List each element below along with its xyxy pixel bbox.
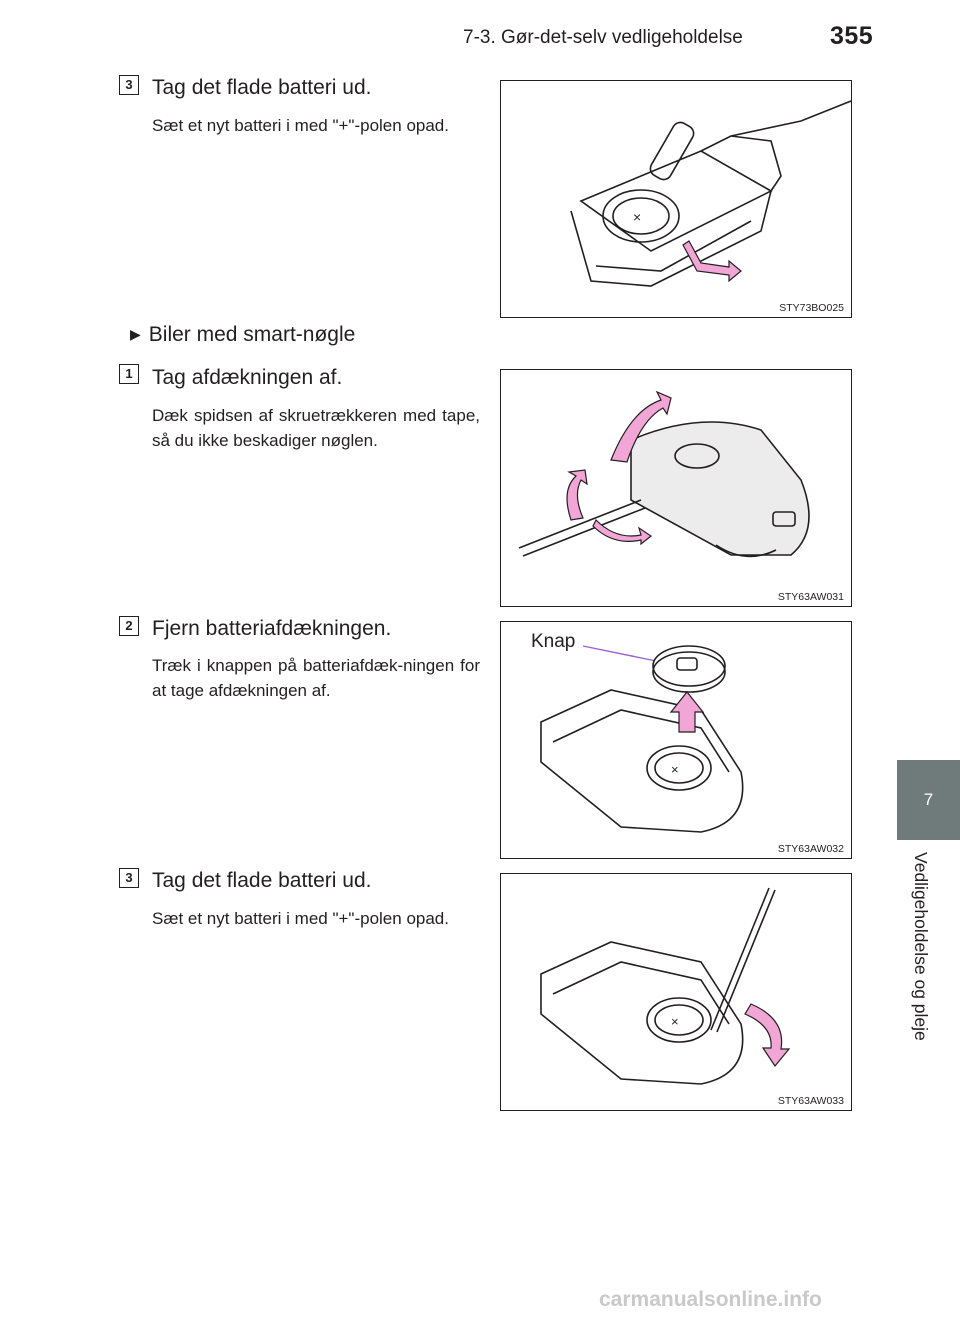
key-illustration: × (570, 100, 851, 287)
page-number: 355 (830, 22, 874, 50)
lift-arrow (610, 390, 672, 463)
figure-code: STY63AW032 (777, 843, 844, 855)
figure-remove-cover: STY63AW031 (500, 369, 852, 607)
lift-arrow (669, 691, 705, 733)
figure-code: STY63AW033 (777, 1095, 844, 1107)
figure-remove-battery-cover: Knap × STY63AW032 (500, 621, 852, 859)
step-number-box: 3 (119, 75, 139, 95)
chapter-tab: 7 (897, 760, 960, 840)
step-body: Sæt et nyt batteri i med "+"-polen opad. (152, 909, 449, 928)
figure-code: STY73BO025 (779, 302, 844, 314)
step-title: Tag det flade batteri ud. (152, 76, 372, 99)
figure-code: STY63AW031 (777, 591, 844, 603)
bullet-triangle-icon: ▶ (130, 326, 141, 342)
step-number-box: 2 (119, 616, 139, 636)
chapter-number: 7 (923, 790, 934, 809)
twist-arrow (592, 518, 653, 546)
step-body: Sæt et nyt batteri i med "+"-polen opad. (152, 116, 449, 135)
key-illustration: × (540, 887, 791, 1085)
step-title: Tag afdækningen af. (152, 366, 343, 389)
bullet-heading: ▶ Biler med smart-nøgle (130, 323, 355, 347)
chapter-label: Vedligeholdelse og pleje (911, 852, 931, 1041)
rotate-arrow (744, 1003, 791, 1068)
step-body: Træk i knappen på batteriafdæk-ningen fo… (152, 656, 480, 700)
svg-text:×: × (671, 1014, 679, 1029)
step-number-box: 1 (119, 364, 139, 384)
step-body: Dæk spidsen af skruetrækkeren med tape, … (152, 406, 480, 450)
key-illustration (518, 390, 810, 558)
step-title: Fjern batteriafdækningen. (152, 617, 392, 640)
twist-arrow (566, 469, 588, 521)
watermark: carmanualsonline.info (599, 1288, 822, 1311)
figure-battery-removal: × STY63AW033 (500, 873, 852, 1111)
svg-text:×: × (671, 762, 679, 777)
step-title: Tag det flade batteri ud. (152, 869, 372, 892)
figure-key-battery-removal: × STY73BO025 (500, 80, 852, 318)
direction-arrow (682, 240, 742, 283)
key-illustration: × (540, 645, 744, 833)
section-title: 7-3. Gør-det-selv vedligeholdelse (463, 27, 743, 48)
bullet-heading-text: Biler med smart-nøgle (148, 323, 356, 346)
callout-label: Knap (531, 631, 576, 652)
svg-text:×: × (633, 209, 641, 225)
step-number-box: 3 (119, 868, 139, 888)
callout-line (582, 645, 662, 663)
